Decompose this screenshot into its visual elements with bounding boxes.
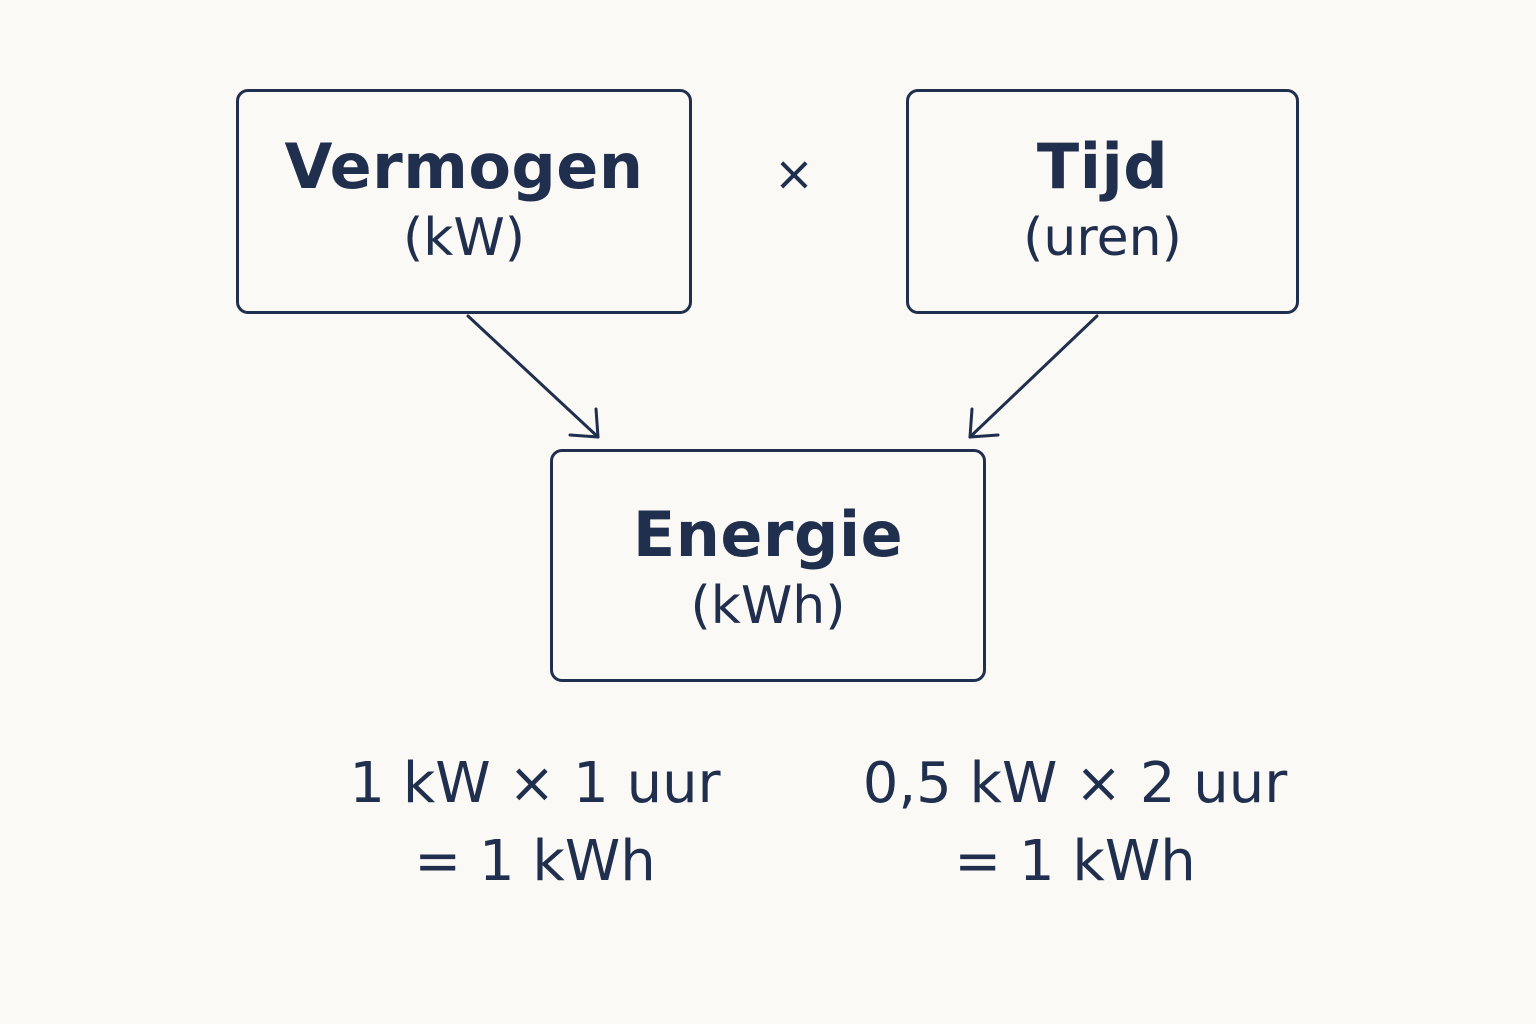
power-unit: (kW): [402, 208, 526, 268]
example-calculation-2: 0,5 kW × 2 uur = 1 kWh: [840, 745, 1310, 901]
example-calculation-1: 1 kW × 1 uur = 1 kWh: [330, 745, 740, 901]
power-box: Vermogen (kW): [236, 89, 692, 314]
multiply-operator: ×: [773, 146, 815, 202]
example-2-result: = 1 kWh: [954, 829, 1196, 894]
example-1-result: = 1 kWh: [414, 829, 656, 894]
example-1-equation: 1 kW × 1 uur: [349, 751, 721, 816]
power-title: Vermogen: [284, 130, 644, 203]
energy-unit: (kWh): [690, 576, 846, 636]
arrow-power-to-energy: [466, 314, 600, 439]
time-unit: (uren): [1023, 208, 1182, 268]
arrow-power-to-energy-head: [568, 407, 600, 439]
energy-box: Energie (kWh): [550, 449, 986, 682]
energy-title: Energie: [632, 498, 904, 571]
time-title: Tijd: [1036, 130, 1169, 203]
arrow-time-to-energy: [968, 314, 1099, 439]
example-2-equation: 0,5 kW × 2 uur: [862, 751, 1288, 816]
arrow-time-to-energy-head: [968, 407, 1000, 439]
time-box: Tijd (uren): [906, 89, 1299, 314]
